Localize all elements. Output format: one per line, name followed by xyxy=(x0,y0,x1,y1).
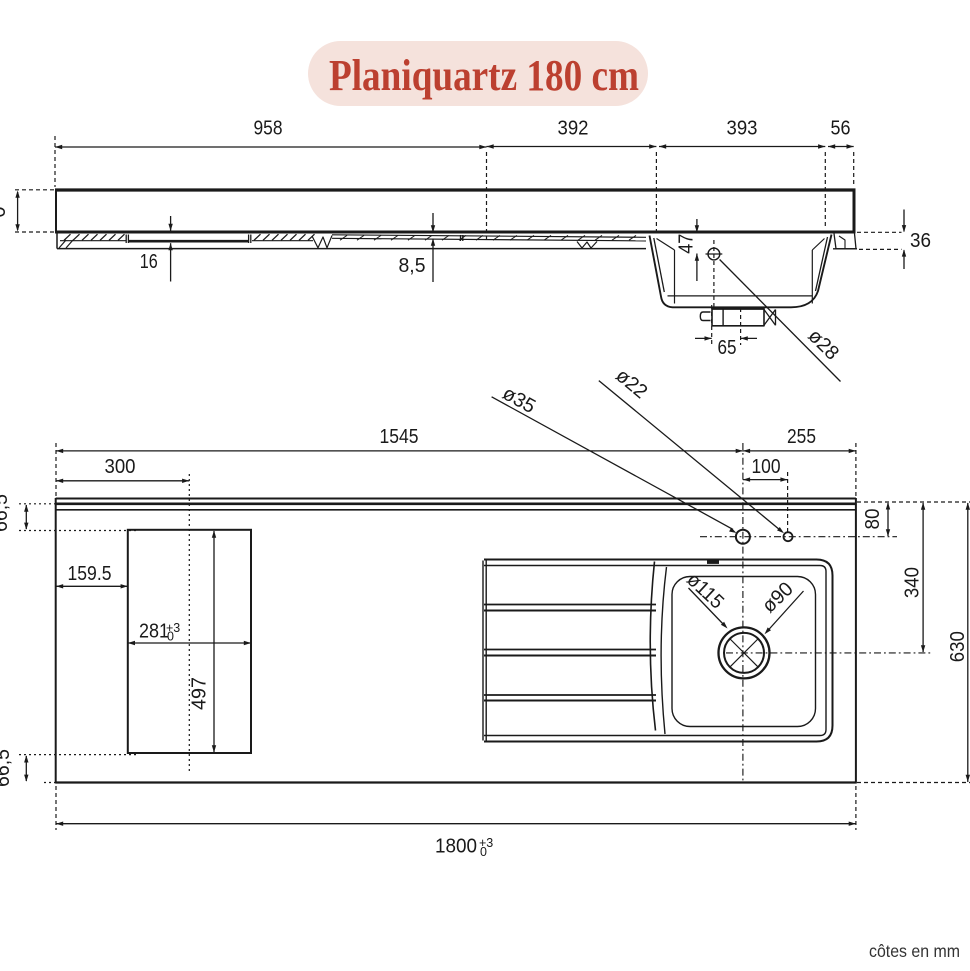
svg-text:66,5: 66,5 xyxy=(0,749,14,787)
svg-text:300: 300 xyxy=(105,456,136,478)
svg-text:0: 0 xyxy=(0,206,10,217)
svg-text:255: 255 xyxy=(787,426,816,448)
svg-text:281: 281 xyxy=(139,621,169,643)
svg-text:392: 392 xyxy=(558,118,589,140)
svg-text:+3: +3 xyxy=(479,836,493,850)
svg-text:+3: +3 xyxy=(166,621,180,635)
svg-text:66,5: 66,5 xyxy=(0,494,12,532)
svg-text:56: 56 xyxy=(831,118,851,140)
svg-text:497: 497 xyxy=(189,677,211,710)
svg-text:630: 630 xyxy=(947,631,969,662)
svg-text:65: 65 xyxy=(718,337,737,359)
svg-text:340: 340 xyxy=(902,567,924,598)
svg-text:0: 0 xyxy=(167,630,174,644)
svg-text:Planiquartz 180 cm: Planiquartz 180 cm xyxy=(329,51,639,100)
svg-text:1545: 1545 xyxy=(380,426,419,448)
svg-text:côtes en mm: côtes en mm xyxy=(869,941,960,961)
svg-text:393: 393 xyxy=(727,118,758,140)
svg-text:36: 36 xyxy=(910,230,931,252)
svg-text:8,5: 8,5 xyxy=(399,255,426,277)
svg-text:0: 0 xyxy=(480,845,487,859)
svg-text:958: 958 xyxy=(254,118,283,140)
svg-text:159.5: 159.5 xyxy=(68,563,112,585)
svg-text:47: 47 xyxy=(675,234,697,254)
svg-text:100: 100 xyxy=(752,456,781,478)
svg-text:16: 16 xyxy=(140,251,158,273)
svg-text:1800: 1800 xyxy=(435,836,477,858)
svg-text:80: 80 xyxy=(862,509,884,530)
